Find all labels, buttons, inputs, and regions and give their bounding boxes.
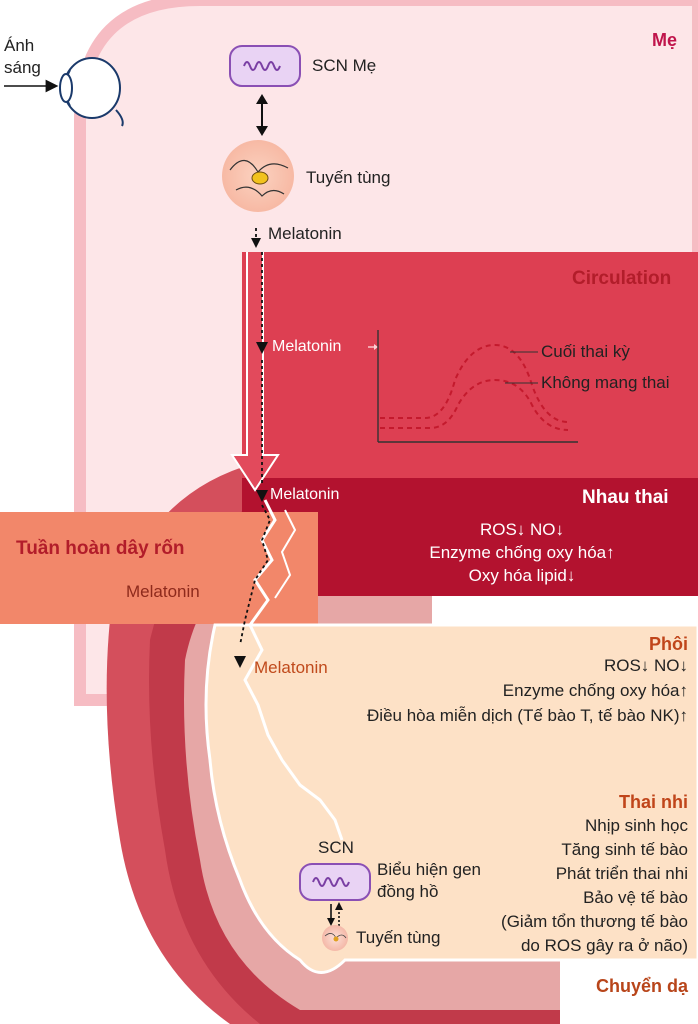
fetus-effect-1: Nhịp sinh học <box>584 816 688 835</box>
curve-late-pregnancy-label: Cuối thai kỳ <box>541 342 630 361</box>
fetus-effect-5: (Giảm tổn thương tế bào <box>501 912 688 931</box>
melatonin-arrow-4 <box>234 656 246 668</box>
fetus-effect-6: do ROS gây ra ở não) <box>520 936 688 955</box>
umbilical-title: Tuần hoàn dây rốn <box>16 538 185 559</box>
embryo-effect-1: ROS↓ NO↓ <box>603 656 688 675</box>
curve-late-pregnancy <box>380 343 569 423</box>
circulation-title: Circulation <box>572 268 672 289</box>
pineal-fetus-icon <box>322 925 348 951</box>
fetus-effect-3: Phát triển thai nhi <box>555 864 688 883</box>
eye-icon <box>59 57 124 127</box>
labor-title: Chuyển dạ <box>595 976 688 996</box>
pineal-mother-label: Tuyến tùng <box>306 168 391 187</box>
membrane-crack <box>243 499 344 841</box>
placenta-title: Nhau thai <box>582 487 669 508</box>
melatonin-placenta-label: Melatonin <box>270 486 340 503</box>
melatonin-mother-label: Melatonin <box>268 224 342 243</box>
scn-mother-wave <box>243 61 281 71</box>
placenta-effect-1: ROS↓ NO↓ <box>479 520 565 539</box>
embryo-effect-3: Điều hòa miễn dịch (Tế bào T, tế bào NK)… <box>367 706 688 725</box>
fetus-effect-4: Bảo vệ tế bào <box>583 888 688 907</box>
placenta-effect-3: Oxy hóa lipid↓ <box>468 566 576 585</box>
clock-gene-label-line2: đồng hồ <box>377 882 439 901</box>
melatonin-arrow-2 <box>256 342 268 354</box>
circulation-arrow <box>230 252 280 492</box>
scn-fetus-box <box>299 863 371 901</box>
embryo-effect-2: Enzyme chống oxy hóa↑ <box>502 681 688 700</box>
placenta-notch <box>432 596 698 624</box>
mother-label: Mẹ <box>652 30 678 50</box>
melatonin-embryo-label: Melatonin <box>254 658 328 677</box>
curve-non-pregnant-label: Không mang thai <box>541 373 670 392</box>
pineal-mother-icon <box>222 140 294 212</box>
light-label-line1: Ánh <box>4 36 35 55</box>
scn-mother-box <box>229 45 301 87</box>
fetus-title: Thai nhi <box>619 792 688 812</box>
melatonin-circulation-label: Melatonin <box>272 338 342 355</box>
pineal-fetus-label: Tuyến tùng <box>356 928 441 947</box>
clock-gene-label-line1: Biểu hiện gen <box>377 860 481 879</box>
fetus-effect-2: Tăng sinh tế bào <box>561 840 688 859</box>
scn-mother-label: SCN Mẹ <box>312 56 377 75</box>
melatonin-umbilical-label: Melatonin <box>126 582 200 601</box>
placenta-effect-2: Enzyme chống oxy hóa↑ <box>429 543 615 562</box>
membrane-crack-2 <box>274 509 297 599</box>
scn-fetus-wave <box>312 877 350 887</box>
curve-non-pregnant <box>380 378 569 431</box>
embryo-title: Phôi <box>649 634 688 654</box>
melatonin-arrow-3 <box>256 490 268 502</box>
light-label-line2: sáng <box>4 58 41 77</box>
scn-fetus-label: SCN <box>318 838 354 857</box>
